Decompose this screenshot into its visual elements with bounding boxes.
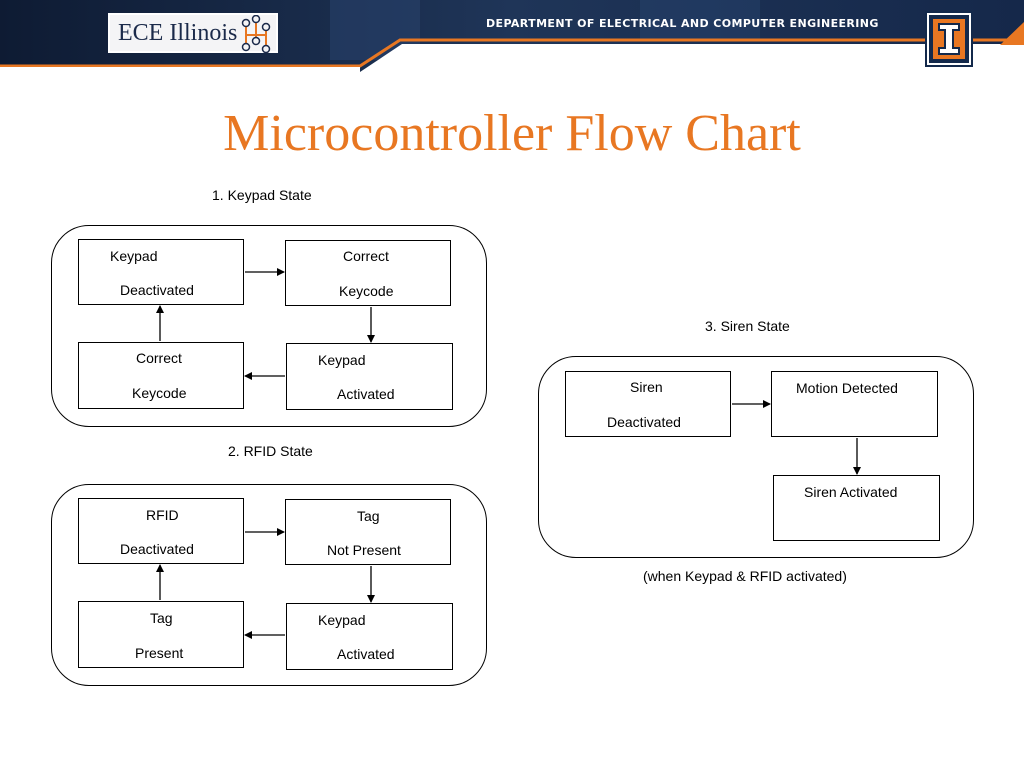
box-label-line2: Present	[135, 645, 184, 661]
box-label-line2: Not Present	[327, 542, 401, 558]
block-i-icon	[929, 15, 969, 63]
motion-detected-box: Motion Detected	[771, 371, 938, 437]
siren-state-note: (when Keypad & RFID activated)	[643, 568, 847, 584]
box-label-line2: Activated	[337, 386, 395, 402]
siren-deactivated-box: Siren Deactivated	[565, 371, 731, 437]
correct-keycode-box-top: Correct Keycode	[285, 240, 451, 306]
box-label-line1: Correct	[136, 350, 182, 366]
siren-activated-box: Siren Activated	[773, 475, 940, 541]
box-label-line2: Deactivated	[120, 282, 194, 298]
box-label-line1: Siren Activated	[804, 484, 898, 500]
keypad-deactivated-box: Keypad Deactivated	[78, 239, 244, 305]
rfid-keypad-activated-box: Keypad Activated	[286, 603, 453, 670]
banner-background	[0, 0, 1024, 72]
circuit-logo-icon	[241, 15, 271, 53]
box-label-line1: Keypad	[318, 612, 366, 628]
box-label-line1: Correct	[343, 248, 389, 264]
header-banner: ECE Illinois DEPARTMENT OF ELECTRICAL AN…	[0, 0, 1024, 72]
box-label-line2: Activated	[337, 646, 395, 662]
siren-state-label: 3. Siren State	[705, 318, 790, 334]
box-label-line2: Deactivated	[607, 414, 681, 430]
box-label-line2: Keycode	[339, 283, 394, 299]
box-label-line1: RFID	[146, 507, 179, 523]
tag-not-present-box: Tag Not Present	[285, 499, 451, 565]
tag-present-box: Tag Present	[78, 601, 244, 668]
box-label-line2: Keycode	[132, 385, 187, 401]
department-name: DEPARTMENT OF ELECTRICAL AND COMPUTER EN…	[486, 17, 879, 30]
correct-keycode-box-bottom: Correct Keycode	[78, 342, 244, 409]
page-title: Microcontroller Flow Chart	[223, 105, 801, 162]
box-label-line1: Siren	[630, 379, 663, 395]
box-label-line1: Tag	[357, 508, 380, 524]
illinois-block-i-logo	[925, 11, 973, 67]
rfid-state-label: 2. RFID State	[228, 443, 313, 459]
box-label-line1: Motion Detected	[796, 380, 898, 396]
keypad-state-label: 1. Keypad State	[212, 187, 312, 203]
keypad-activated-box: Keypad Activated	[286, 343, 453, 410]
box-label-line1: Keypad	[318, 352, 366, 368]
ece-illinois-logo: ECE Illinois	[108, 13, 278, 53]
rfid-deactivated-box: RFID Deactivated	[78, 498, 244, 564]
box-label-line1: Tag	[150, 610, 173, 626]
box-label-line2: Deactivated	[120, 541, 194, 557]
box-label-line1: Keypad	[110, 248, 158, 264]
logo-text: ECE Illinois	[118, 20, 238, 46]
